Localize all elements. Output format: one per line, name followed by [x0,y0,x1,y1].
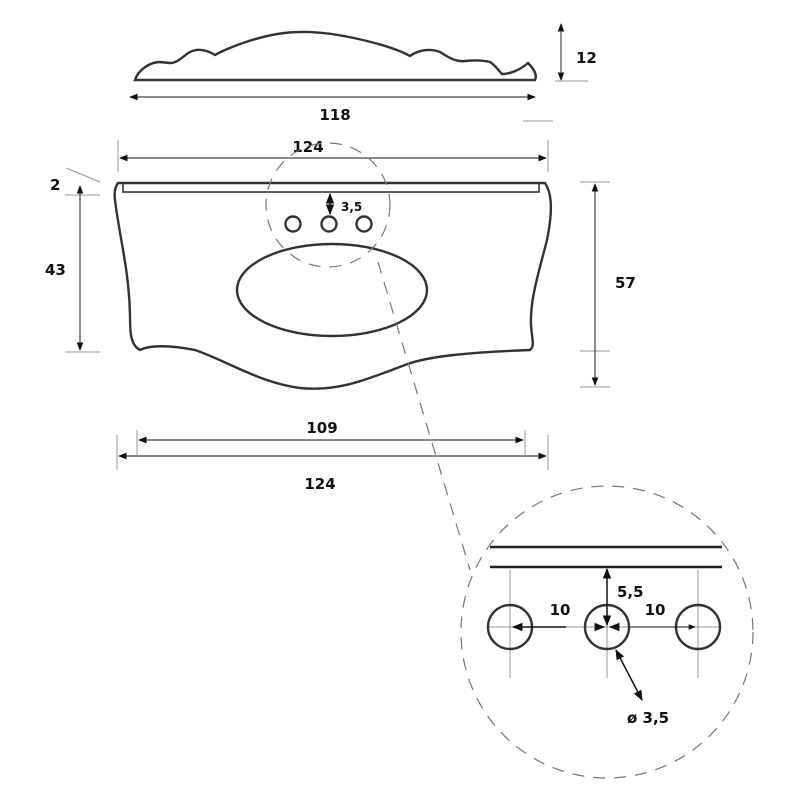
detail-leader-line [377,261,471,571]
faucet-hole-left [284,215,302,233]
dimension-57-label: 57 [615,274,636,292]
dimension-118-label: 118 [319,106,350,124]
dimension-2-label: 2 [50,176,60,194]
extension-line [65,167,101,183]
dimension-12-label: 12 [576,49,597,67]
dimension-10-left-label: 10 [550,601,571,619]
diameter-arrow [615,649,643,701]
dimension-3-5-label: 3,5 [341,200,362,214]
dimension-43-label: 43 [45,261,66,279]
detail-view-circle [460,485,754,779]
vanity-top-outline [113,181,553,390]
detail-callout-circle [265,142,391,268]
dimension-5-5-label: 5,5 [617,583,644,601]
dimension-109-label: 109 [306,419,337,437]
dimension-10-right-label: 10 [645,601,666,619]
dimension-124-bottom-label: 124 [304,475,335,493]
backsplash-groove [122,182,540,193]
dimension-124-top-label: 124 [292,138,323,156]
backsplash-outline [133,30,537,82]
faucet-hole-center [320,215,338,233]
diameter-label: ø 3,5 [627,709,669,727]
sink-basin [235,242,429,338]
faucet-hole-right [355,215,373,233]
